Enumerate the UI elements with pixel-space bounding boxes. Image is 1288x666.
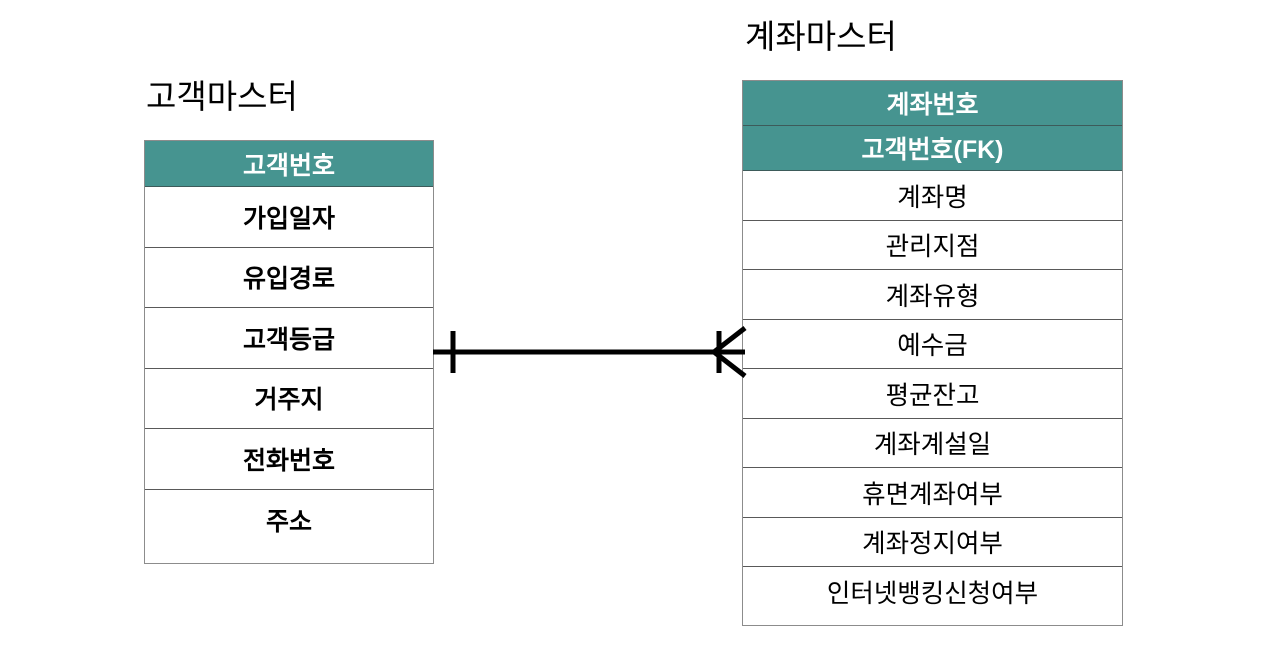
relationship-connector-customer-account xyxy=(433,326,747,378)
crow-foot-lower-icon xyxy=(712,350,747,378)
attribute-row-customer-5: 전화번호 xyxy=(145,429,433,490)
crow-foot-upper-icon xyxy=(712,326,747,354)
attribute-row-customer-1: 가입일자 xyxy=(145,187,433,248)
attribute-row-account-4: 계좌유형 xyxy=(743,270,1122,320)
attribute-row-account-8: 휴면계좌여부 xyxy=(743,468,1122,518)
entity-title-customer: 고객마스터 xyxy=(146,80,298,116)
attribute-row-account-10: 인터넷뱅킹신청여부 xyxy=(743,567,1122,617)
entity-table-customer: 고객번호 가입일자 유입경로 고객등급 거주지 전화번호 주소 xyxy=(144,140,434,564)
attribute-row-account-9: 계좌정지여부 xyxy=(743,517,1122,567)
attribute-row-account-6: 평균잔고 xyxy=(743,369,1122,419)
attribute-row-account-3: 관리지점 xyxy=(743,220,1122,270)
attribute-row-customer-2: 유입경로 xyxy=(145,247,433,308)
attribute-row-customer-4: 거주지 xyxy=(145,368,433,429)
attribute-row-account-2: 계좌명 xyxy=(743,171,1122,221)
attribute-row-account-pk: 계좌번호 xyxy=(743,81,1122,126)
attribute-row-account-fk: 고객번호(FK) xyxy=(743,126,1122,171)
attribute-row-customer-6: 주소 xyxy=(145,489,433,550)
attribute-row-account-5: 예수금 xyxy=(743,319,1122,369)
attribute-row-customer-pk: 고객번호 xyxy=(145,141,433,187)
entity-table-account: 계좌번호 고객번호(FK) 계좌명 관리지점 계좌유형 예수금 평균잔고 계좌계… xyxy=(742,80,1123,626)
attribute-row-account-7: 계좌계설일 xyxy=(743,418,1122,468)
attribute-row-customer-3: 고객등급 xyxy=(145,308,433,369)
entity-title-account: 계좌마스터 xyxy=(745,20,897,56)
